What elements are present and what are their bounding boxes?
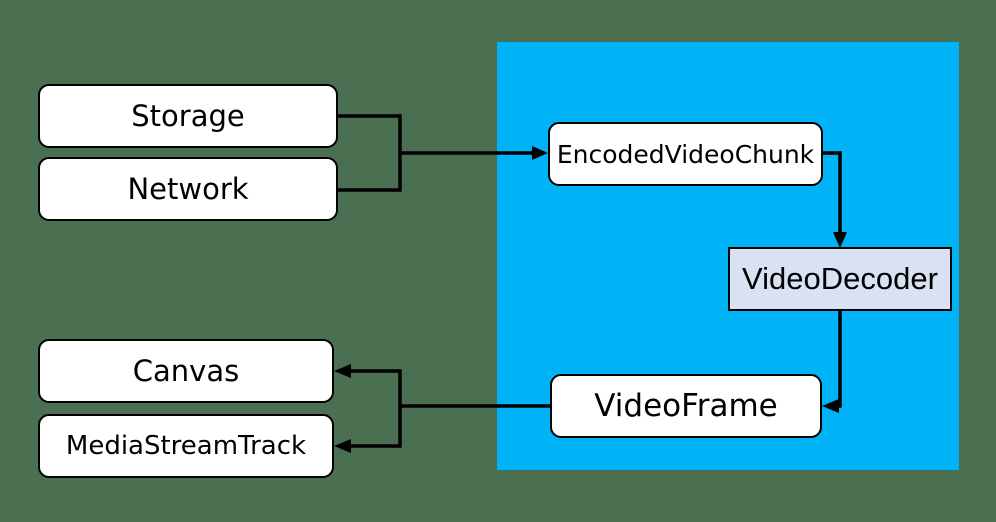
node-storage-label: Storage bbox=[131, 99, 245, 133]
node-encoded-video-chunk-label: EncodedVideoChunk bbox=[556, 139, 815, 169]
node-canvas: Canvas bbox=[38, 339, 334, 403]
arrowhead-canvas bbox=[334, 364, 351, 378]
node-video-decoder-label: VideoDecoder bbox=[742, 261, 938, 296]
node-media-stream-track: MediaStreamTrack bbox=[38, 414, 334, 478]
node-network-label: Network bbox=[127, 172, 249, 206]
arrowhead-media-stream-track bbox=[334, 439, 351, 453]
edge-storage-network-bracket bbox=[338, 114, 402, 192]
node-video-frame-label: VideoFrame bbox=[594, 388, 778, 424]
node-encoded-video-chunk: EncodedVideoChunk bbox=[548, 122, 823, 186]
node-storage: Storage bbox=[38, 84, 338, 148]
node-video-frame: VideoFrame bbox=[550, 374, 822, 438]
node-media-stream-track-label: MediaStreamTrack bbox=[65, 431, 307, 461]
node-network: Network bbox=[38, 157, 338, 221]
node-video-decoder: VideoDecoder bbox=[728, 247, 952, 311]
node-canvas-label: Canvas bbox=[132, 354, 240, 388]
